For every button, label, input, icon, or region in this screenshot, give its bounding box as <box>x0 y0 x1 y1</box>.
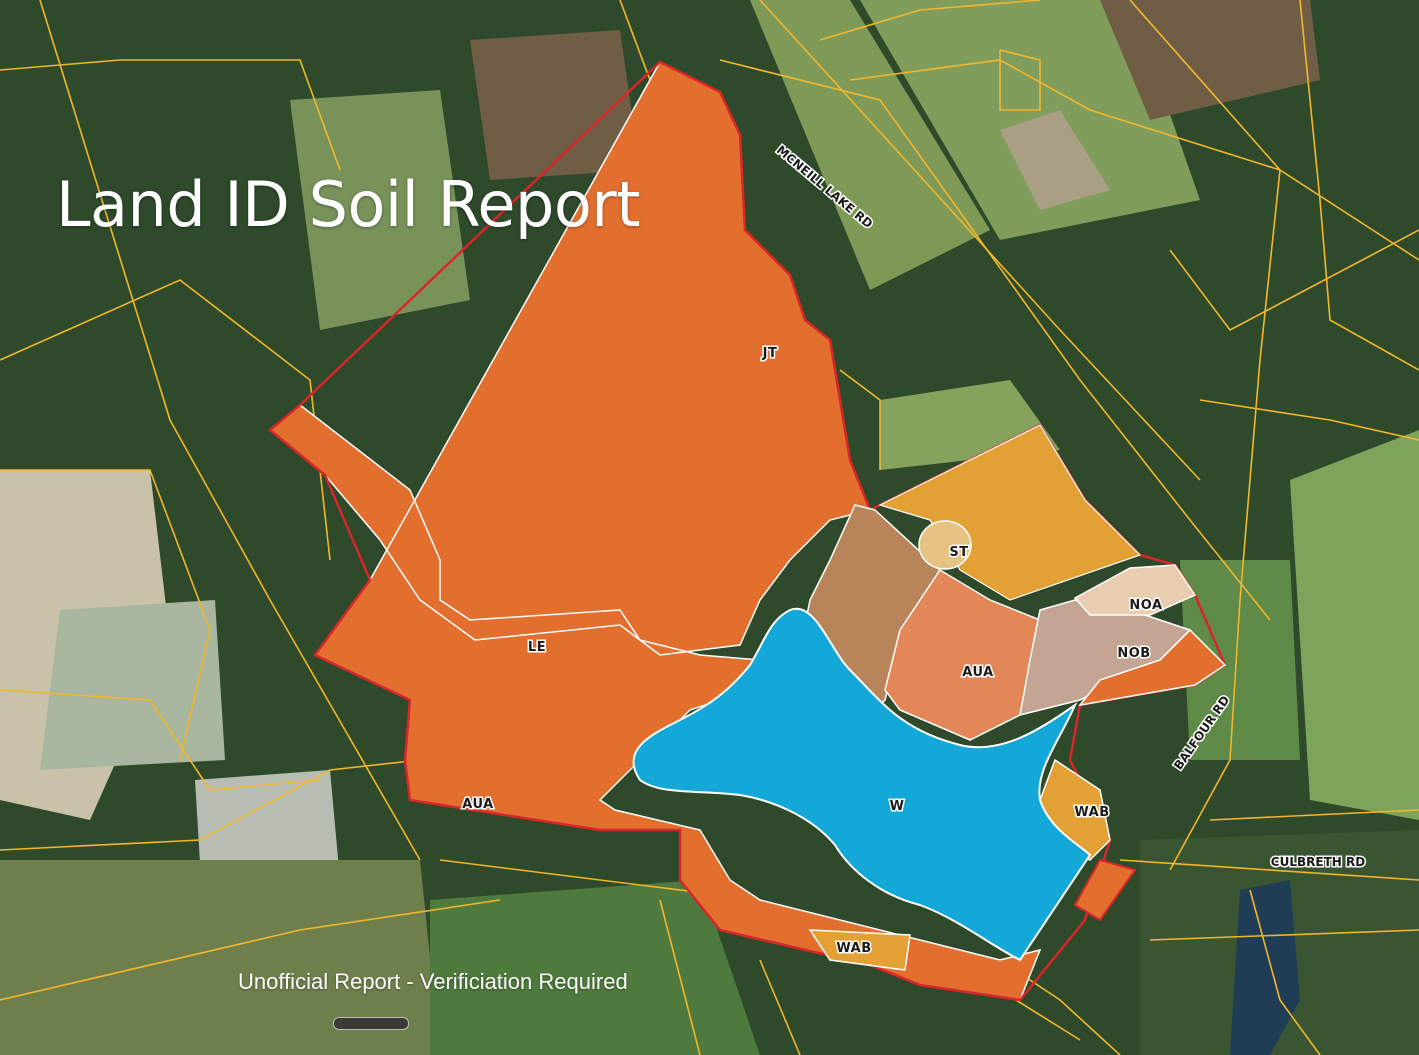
soil-label-wab-east: WAB <box>1074 805 1109 820</box>
soil-polygon-orange-east[interactable] <box>1078 628 1227 707</box>
soil-label-st: ST <box>949 545 968 560</box>
unofficial-report-note: Unofficial Report - Verificiation Requir… <box>238 969 628 994</box>
soil-polygon-salmon[interactable] <box>884 568 1041 741</box>
soil-label-aua-east: AUA <box>962 665 993 680</box>
soil-polygon-wab-south[interactable] <box>808 929 911 971</box>
soil-label-jt: JT <box>762 346 778 361</box>
soil-polygon-water[interactable] <box>632 607 1092 962</box>
soil-label-aua-west: AUA <box>462 797 493 812</box>
soil-label-w: W <box>890 799 905 814</box>
soil-polygon-beige[interactable] <box>1073 564 1197 616</box>
road-label-culbreth: CULBRETH RD <box>1271 855 1365 869</box>
soil-polygon-orange-se[interactable] <box>1073 858 1137 922</box>
soil-label-nob: NOB <box>1117 646 1150 661</box>
soil-label-noa: NOA <box>1129 598 1162 613</box>
soil-label-le: LE <box>528 640 546 655</box>
soil-units <box>268 60 1227 1002</box>
soil-label-wab-south: WAB <box>836 941 871 956</box>
soil-polygon-st[interactable] <box>918 520 972 570</box>
scroll-handle[interactable] <box>333 1017 409 1030</box>
soil-labels: JT LE AUA AUA W ST NOA NOB WAB WAB <box>461 345 1164 958</box>
report-title: Land ID Soil Report <box>56 168 641 241</box>
